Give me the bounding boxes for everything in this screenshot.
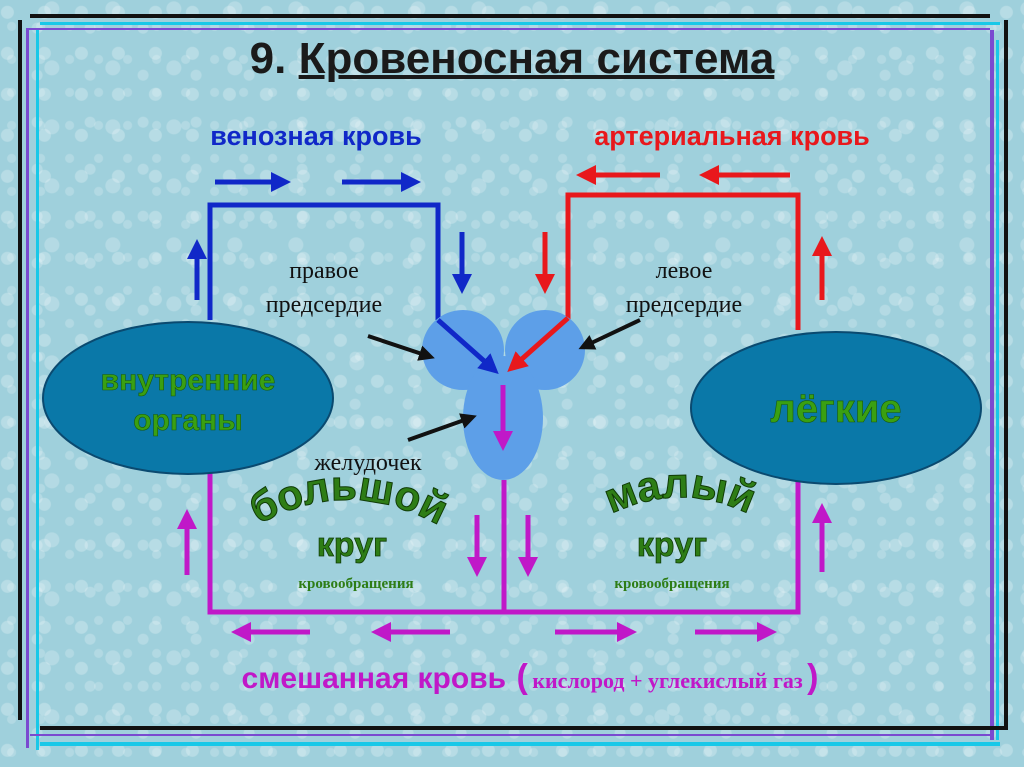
big-circle-word: круг	[317, 526, 387, 564]
small-circle-label: малый	[598, 459, 763, 522]
big-circulation-word: кровообращения	[298, 576, 413, 592]
frame-bottom-cyan	[40, 742, 1000, 746]
pointer-arrow-ventricle	[407, 413, 477, 442]
page-title: 9. Кровеносная система	[0, 34, 1024, 84]
frame-left-black	[18, 20, 22, 720]
mixed-main: смешанная кровь	[242, 662, 507, 695]
heart-arrow-red	[507, 316, 570, 372]
pointer-arrow-right-atrium	[367, 334, 435, 361]
big-circle-label: большой	[242, 462, 456, 533]
venous-vessel	[207, 202, 441, 320]
organs-label-2: органы	[133, 404, 243, 437]
left-atrium-label-1: левое	[656, 258, 713, 284]
frame-left-purple	[26, 28, 29, 748]
frame-bottom-purple	[30, 734, 994, 736]
right-atrium-label-1: правое	[289, 258, 359, 284]
lungs-label: лёгкие	[770, 387, 901, 431]
heart-arrow-blue	[436, 318, 499, 374]
right-atrium-label-2: предсердие	[266, 292, 382, 318]
frame-top-cyan	[40, 22, 1000, 25]
frame-right-purple	[990, 30, 994, 740]
frame-top-black	[30, 14, 990, 18]
frame-right-black	[1004, 20, 1008, 730]
ventricle-label: желудочек	[313, 450, 422, 476]
pointer-arrow-left-atrium	[578, 318, 641, 350]
organs-label-1: внутренние	[101, 364, 276, 397]
arterial-vessel	[565, 192, 801, 330]
small-circulation-word: кровообращения	[614, 576, 729, 592]
frame-top-purple	[26, 28, 990, 30]
mixed-detail: кислород + углекислый газ	[532, 668, 803, 693]
title-number: 9.	[249, 34, 287, 83]
mixed-blood-caption: смешанная кровь ( кислород + углекислый …	[242, 658, 819, 696]
lungs-node	[690, 331, 982, 485]
mixed-close: )	[807, 658, 818, 696]
arterial-label: артериальная кровь	[594, 121, 870, 151]
title-text: Кровеносная система	[298, 34, 775, 83]
frame-bottom-black	[40, 726, 1004, 730]
frame-left-cyan	[36, 30, 39, 750]
venous-label: венозная кровь	[210, 121, 421, 151]
small-circle-word: круг	[637, 526, 707, 564]
mixed-open: (	[517, 658, 529, 696]
organs-node	[42, 321, 334, 475]
frame-right-cyan	[996, 40, 999, 740]
left-atrium-label-2: предсердие	[626, 292, 742, 318]
